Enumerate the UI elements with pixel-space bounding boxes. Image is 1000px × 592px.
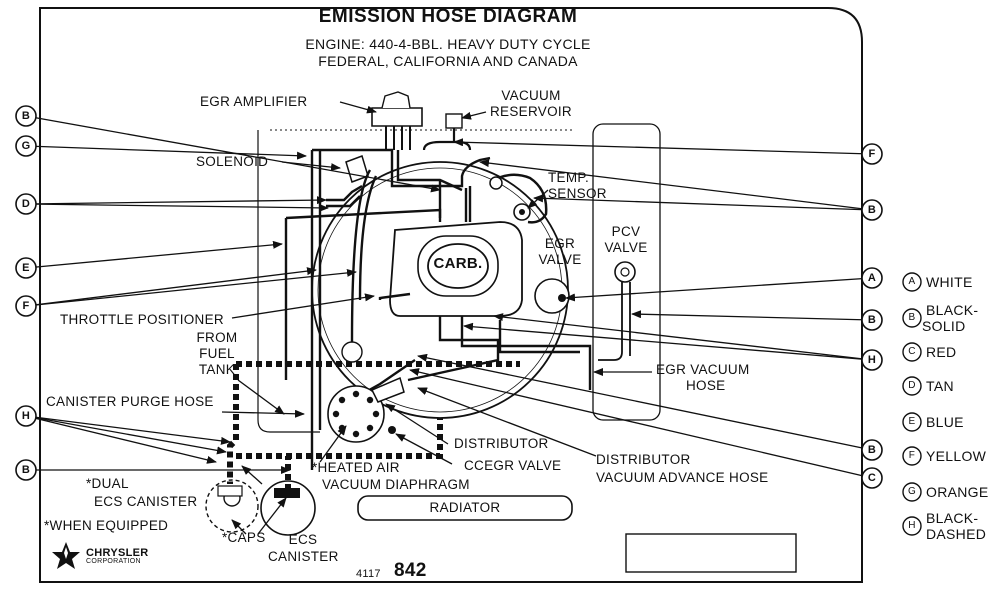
label-sensor: SENSOR	[548, 186, 607, 201]
chrysler-wordmark: CHRYSLER	[86, 547, 149, 559]
label-egr-vacuum-hose: HOSE	[686, 378, 726, 393]
egr-amplifier-body	[371, 107, 423, 127]
legend-text-2: SOLID	[922, 318, 966, 334]
label-dual: *DUAL	[86, 476, 129, 491]
callout-g: G	[21, 140, 31, 152]
label-egr-amplifier: EGR AMPLIFIER	[200, 94, 308, 109]
legend-letter: B	[908, 312, 916, 323]
callout-b: B	[867, 204, 877, 216]
engine-outline-left	[257, 130, 320, 433]
legend-letter: E	[908, 416, 916, 427]
label-caps: *CAPS	[222, 530, 266, 545]
dual-ecs-canister	[205, 479, 259, 533]
label-distributor: DISTRIBUTOR	[454, 436, 549, 451]
label-pcv: PCV	[611, 224, 641, 239]
ecs-canister	[260, 480, 316, 536]
corporation-wordmark: CORPORATION	[86, 558, 141, 565]
callout-h: H	[21, 410, 31, 422]
callout-c: C	[867, 472, 877, 484]
legend-circles	[902, 272, 922, 536]
legend-text: BLACK-	[926, 510, 979, 526]
temp-sensor-hose	[489, 173, 548, 224]
dashed-hoses	[227, 361, 520, 488]
engine-line: ENGINE: 440-4-BBL. HEAVY DUTY CYCLE	[305, 36, 591, 52]
label-egr-valve: VALVE	[538, 252, 582, 267]
legend-text: YELLOW	[926, 448, 987, 464]
label-when-equipped: *WHEN EQUIPPED	[44, 518, 169, 533]
label-vacuum-advance-hose: VACUUM ADVANCE HOSE	[596, 470, 769, 485]
label-fuel: FUEL	[199, 346, 235, 361]
label-egr: EGR	[544, 236, 576, 251]
callout-b: B	[867, 444, 877, 456]
callout-e: E	[22, 262, 30, 274]
solid-hoses	[284, 148, 592, 470]
legend-text: BLUE	[926, 414, 964, 430]
callout-h: H	[867, 354, 877, 366]
diagram-title: EMISSION HOSE DIAGRAM	[318, 6, 578, 27]
legend-letter: F	[908, 450, 916, 461]
label-pcv-valve: VALVE	[604, 240, 648, 255]
label-vacuum: VACUUM	[501, 88, 561, 103]
label-egr-vacuum: EGR VACUUM	[656, 362, 750, 377]
leader-lines	[25, 101, 873, 535]
label-carb: CARB.	[433, 255, 483, 272]
callout-f: F	[868, 148, 876, 160]
callout-b: B	[867, 314, 877, 326]
label-tank: TANK	[198, 362, 236, 377]
label-vacuum-diaphragm: VACUUM DIAPHRAGM	[322, 477, 470, 492]
label-radiator: RADIATOR	[429, 500, 501, 515]
label-temp: TEMP.	[548, 170, 590, 185]
legend-letter: C	[908, 346, 916, 357]
label-ecs-canister: CANISTER	[268, 549, 339, 564]
callout-b: B	[21, 464, 31, 476]
sticker-border	[39, 7, 863, 583]
legend-letter: A	[908, 276, 916, 287]
radiator	[357, 495, 573, 521]
chrysler-pentastar-logo	[52, 542, 80, 569]
label-solenoid: SOLENOID	[196, 154, 269, 169]
legend-letter: D	[908, 380, 916, 391]
legend-letter: G	[907, 486, 917, 497]
legend-text: TAN	[926, 378, 954, 394]
legend-letter: H	[908, 520, 916, 531]
label-ccegr-valve: CCEGR VALVE	[464, 458, 562, 473]
label-distributor-vacuum: DISTRIBUTOR	[596, 452, 691, 467]
legend-text: RED	[926, 344, 957, 360]
pcv-valve-body	[614, 261, 636, 283]
part-number: 842	[394, 560, 427, 581]
region-line: FEDERAL, CALIFORNIA AND CANADA	[318, 53, 578, 69]
label-reservoir: RESERVOIR	[490, 104, 572, 119]
legend-text: WHITE	[926, 274, 973, 290]
callout-a: A	[867, 272, 877, 284]
solenoid-body	[345, 155, 369, 183]
callout-d: D	[21, 198, 31, 210]
label-ecs-canister-dual: ECS CANISTER	[94, 494, 198, 509]
callout-b: B	[21, 110, 31, 122]
part-number-prefix: 4117	[356, 568, 381, 580]
vacuum-reservoir-body	[445, 113, 463, 129]
callout-circles	[15, 105, 883, 489]
label-ecs: ECS	[288, 532, 318, 547]
label-throttle-positioner: THROTTLE POSITIONER	[60, 312, 224, 327]
label-heated-air: *HEATED AIR	[312, 460, 400, 475]
callout-f: F	[22, 300, 30, 312]
legend-text: BLACK-	[926, 302, 979, 318]
label-from: FROM	[196, 330, 238, 345]
legend-text: ORANGE	[926, 484, 989, 500]
blank-label-box	[625, 533, 797, 573]
legend-text-2: DASHED	[926, 526, 987, 542]
label-canister-purge-hose: CANISTER PURGE HOSE	[46, 394, 214, 409]
